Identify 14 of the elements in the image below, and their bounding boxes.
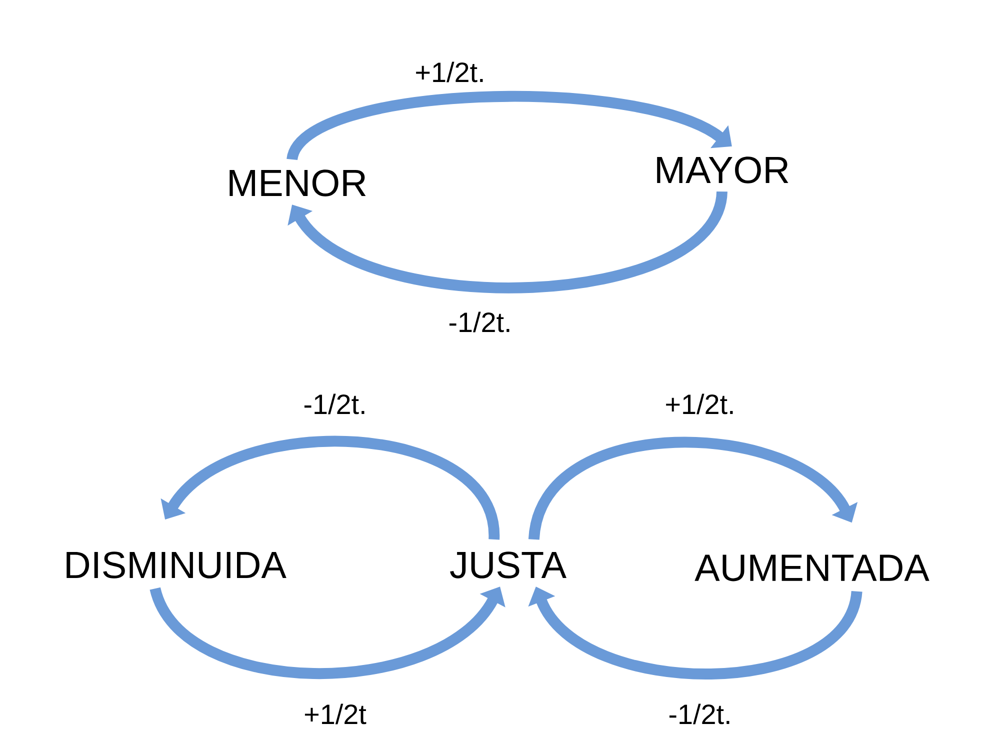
- curved-arrow: [287, 91, 732, 162]
- edge-label: +1/2t: [302, 702, 368, 726]
- term-label: AUMENTADA: [694, 554, 930, 582]
- term-label: MENOR: [230, 170, 366, 196]
- curved-arrow: [528, 436, 858, 541]
- term-label: DISMINUIDA: [66, 552, 286, 578]
- edge-label: -1/2t.: [446, 310, 514, 334]
- curved-arrow: [288, 190, 728, 293]
- term-label: MAYOR: [657, 156, 788, 184]
- edge-label: +1/2t.: [412, 60, 488, 84]
- term-label: JUSTA: [450, 552, 566, 578]
- edge-label: +1/2t.: [662, 392, 738, 416]
- edge-label: -1/2t.: [301, 392, 369, 416]
- edge-label: -1/2t.: [666, 702, 734, 726]
